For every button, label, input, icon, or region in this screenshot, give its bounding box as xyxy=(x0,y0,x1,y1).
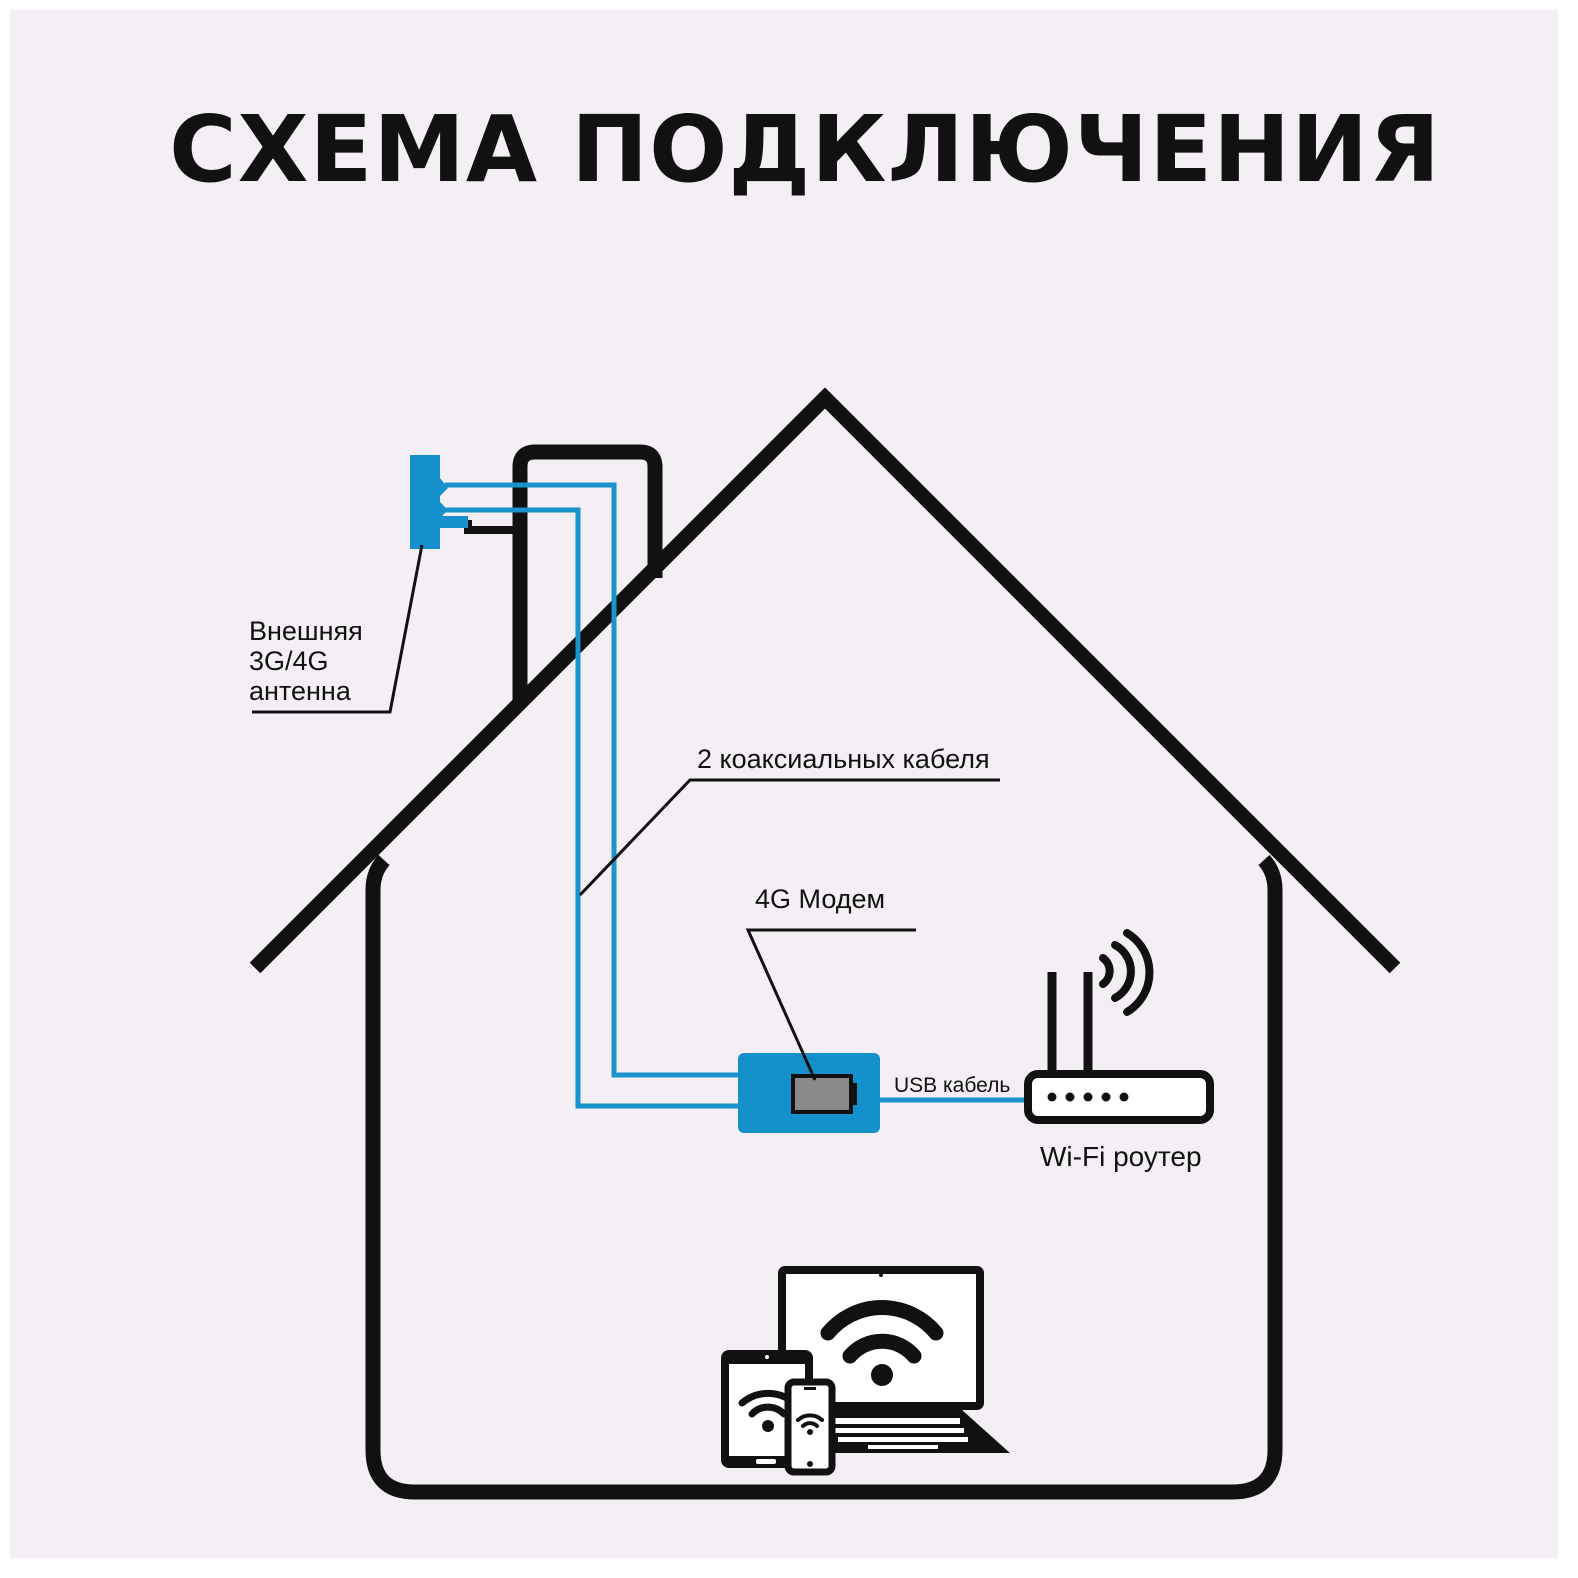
modem-icon xyxy=(738,1053,880,1133)
wifi-waves-icon xyxy=(1099,929,1154,1016)
coax-leader-line xyxy=(578,778,1000,897)
coax-label: 2 коаксиальных кабеля xyxy=(697,744,990,774)
router-icon xyxy=(1024,972,1214,1124)
page-title: СХЕМА ПОДКЛЮЧЕНИЯ xyxy=(169,96,1441,203)
laptop-wifi-icon xyxy=(820,1300,944,1386)
modem-label: 4G Модем xyxy=(755,884,885,914)
antenna-label-line-1: Внешняя xyxy=(249,616,363,646)
modem-leader-line xyxy=(745,928,916,1081)
chimney xyxy=(512,444,663,700)
antenna-icon xyxy=(410,455,468,549)
usb-label: USB кабель xyxy=(894,1074,1010,1097)
laptop-icon xyxy=(778,1266,1010,1453)
house-walls xyxy=(365,854,1283,1500)
smartphone-icon xyxy=(784,1378,836,1476)
antenna-leader-line xyxy=(252,544,424,714)
router-label: Wi-Fi роутер xyxy=(1040,1141,1202,1172)
coax-cable-1 xyxy=(445,482,740,1078)
smartphone-wifi-icon xyxy=(796,1413,824,1435)
house-roof xyxy=(249,387,1401,974)
antenna-label-line-2: 3G/4G xyxy=(249,646,329,676)
coax-cable-2 xyxy=(445,507,740,1109)
antenna-mount xyxy=(464,520,520,534)
antenna-label-line-3: антенна xyxy=(249,676,352,706)
